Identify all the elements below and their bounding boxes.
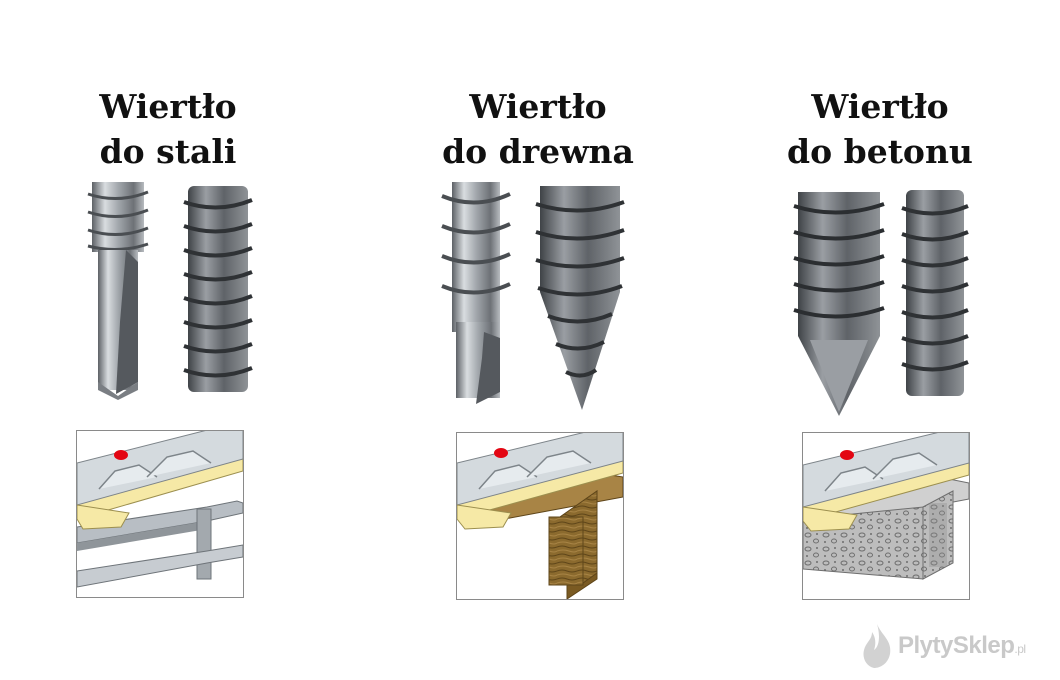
concrete-beam <box>803 476 969 580</box>
drill-point-marker <box>840 450 854 460</box>
title-line-1: Wiertło <box>811 87 949 126</box>
column-title-steel: Wiertło do stali <box>38 84 298 174</box>
steel-i-beam <box>77 500 243 588</box>
title-line-2: do betonu <box>787 132 973 171</box>
column-concrete: Wiertło do betonu <box>750 0 1010 620</box>
plytysklep-logo: PlytySklep.pl <box>858 622 1048 670</box>
title-line-2: do drewna <box>442 132 634 171</box>
steel-screw-front <box>87 182 149 400</box>
wood-screw-side <box>535 186 625 410</box>
title-line-1: Wiertło <box>469 87 607 126</box>
concrete-screw-side <box>901 190 969 396</box>
concrete-drill-screw-illustration <box>790 186 980 421</box>
steel-screw-side <box>183 186 253 392</box>
drill-point-marker <box>494 448 508 458</box>
steel-drill-screw-illustration <box>86 182 261 402</box>
column-steel: Wiertło do stali <box>38 0 298 620</box>
column-title-wood: Wiertło do drewna <box>408 84 668 174</box>
concrete-screw-front <box>793 192 885 416</box>
wood-drill-screw-illustration <box>440 182 630 417</box>
logo-suffix: .pl <box>1014 642 1026 656</box>
wood-beam <box>457 472 623 599</box>
drill-point-marker <box>114 450 128 460</box>
column-wood: Wiertło do drewna <box>408 0 668 620</box>
title-line-1: Wiertło <box>99 87 237 126</box>
wood-screw-front <box>441 182 511 404</box>
concrete-beam-scene <box>802 432 970 600</box>
steel-beam-scene <box>76 430 244 598</box>
title-line-2: do stali <box>99 132 237 171</box>
column-title-concrete: Wiertło do betonu <box>750 84 1010 174</box>
wood-beam-scene <box>456 432 624 600</box>
sandwich-panel <box>457 433 623 530</box>
logo-name: PlytySklep <box>898 632 1015 659</box>
flame-logo-icon <box>863 624 891 668</box>
sandwich-panel <box>803 433 969 532</box>
sandwich-panel <box>77 431 243 530</box>
